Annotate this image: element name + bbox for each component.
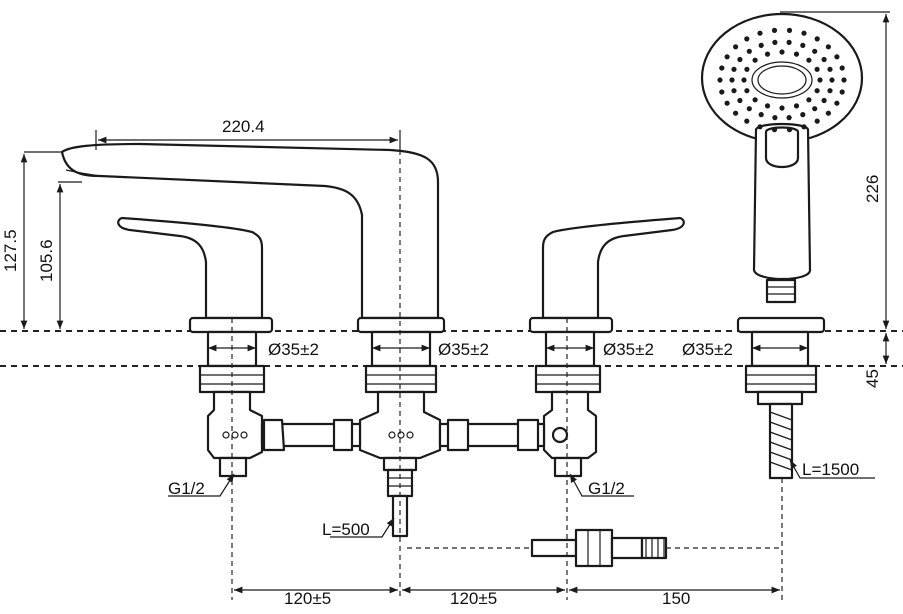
nozzle-dot xyxy=(744,88,750,94)
nozzle-dot xyxy=(814,36,820,42)
dim-height-total: 127.5 xyxy=(1,229,20,272)
nozzle-dot xyxy=(744,66,750,72)
nozzle-dot xyxy=(829,77,835,83)
nozzle-dot xyxy=(839,65,845,71)
nozzle-dot xyxy=(793,103,800,109)
nozzle-dot xyxy=(812,48,818,54)
nozzle-dot xyxy=(737,97,743,104)
nozzle-dot xyxy=(733,110,739,116)
nozzle-dot xyxy=(827,66,833,72)
nozzle-dot xyxy=(746,48,752,54)
hose-connector xyxy=(530,528,668,568)
nozzle-dot xyxy=(724,54,730,60)
dim-spacing-left: 120±5 xyxy=(284,589,331,608)
nozzle-dot xyxy=(800,112,806,118)
nozzle-dot xyxy=(814,88,820,94)
dim-hole-shower: Ø35±2 xyxy=(682,340,733,359)
nozzle-dot xyxy=(758,42,764,49)
dim-hole-center: Ø35±2 xyxy=(438,340,489,359)
nozzle-dot xyxy=(801,124,807,130)
dim-thread-left: G1/2 xyxy=(168,479,205,498)
nozzle-dot xyxy=(821,97,827,104)
dim-spacing-right: 120±5 xyxy=(450,589,497,608)
left-valve xyxy=(117,216,274,478)
connecting-pipes xyxy=(260,418,546,452)
nozzle-dot xyxy=(806,97,812,103)
nozzle-dot xyxy=(814,66,820,72)
nozzle-dot xyxy=(825,44,832,50)
nozzle-dot xyxy=(731,66,737,72)
nozzle-dot xyxy=(724,100,730,106)
nozzle-dot xyxy=(834,54,840,60)
nozzle-dot xyxy=(729,77,735,83)
dim-spout-reach: 220.4 xyxy=(222,117,265,136)
dim-handshower-height: 226 xyxy=(863,175,882,203)
nozzle-dot xyxy=(779,49,785,55)
nozzle-dot xyxy=(786,39,792,46)
nozzle-dot xyxy=(841,77,847,83)
nozzle-dot xyxy=(793,51,800,57)
nozzle-dot xyxy=(834,100,840,106)
dim-hole-right: Ø35±2 xyxy=(603,340,654,359)
nozzle-dot xyxy=(758,112,764,118)
hand-shower xyxy=(700,12,864,480)
nozzle-dot xyxy=(801,30,807,36)
nozzle-dot xyxy=(772,39,778,46)
nozzle-dot xyxy=(733,44,739,50)
nozzle-dot xyxy=(771,127,778,133)
nozzle-dot xyxy=(812,106,818,112)
dim-spacing-shower: 150 xyxy=(662,589,690,608)
nozzle-dot xyxy=(821,56,827,63)
dim-hose-shower: L=1500 xyxy=(802,460,859,479)
dim-hose-center: L=500 xyxy=(322,520,370,539)
nozzle-dot xyxy=(817,77,823,83)
dim-height-outlet: 105.6 xyxy=(37,239,56,282)
nozzle-dot xyxy=(779,105,785,111)
nozzle-dot xyxy=(744,118,750,124)
nozzle-dot xyxy=(771,27,778,33)
nozzle-dot xyxy=(764,103,771,109)
nozzle-dot xyxy=(719,89,725,95)
nozzle-dot xyxy=(717,77,723,83)
nozzle-dot xyxy=(800,42,806,49)
nozzle-dot xyxy=(757,30,763,36)
spray-nozzles xyxy=(717,27,847,133)
nozzle-dot xyxy=(744,36,750,42)
nozzle-dot xyxy=(757,124,763,130)
nozzle-dot xyxy=(746,106,752,112)
nozzle-dot xyxy=(741,77,747,83)
nozzle-dot xyxy=(752,57,758,63)
nozzle-dot xyxy=(752,97,758,103)
nozzle-dot xyxy=(786,27,793,33)
nozzle-dot xyxy=(786,127,793,133)
nozzle-dot xyxy=(814,118,820,124)
dim-hole-left: Ø35±2 xyxy=(268,340,319,359)
nozzle-dot xyxy=(827,88,833,94)
nozzle-dot xyxy=(764,51,771,57)
right-valve xyxy=(528,216,685,478)
nozzle-dot xyxy=(839,89,845,95)
nozzle-dot xyxy=(806,57,812,63)
nozzle-dot xyxy=(772,115,778,121)
dim-thread-right: G1/2 xyxy=(588,479,625,498)
dim-deck-thickness: 45 xyxy=(863,369,882,388)
nozzle-dot xyxy=(731,88,737,94)
nozzle-dot xyxy=(825,110,832,116)
nozzle-dot xyxy=(786,115,792,121)
dimension-lines xyxy=(20,11,890,600)
nozzle-dot xyxy=(719,65,725,71)
nozzle-dot xyxy=(737,56,743,63)
